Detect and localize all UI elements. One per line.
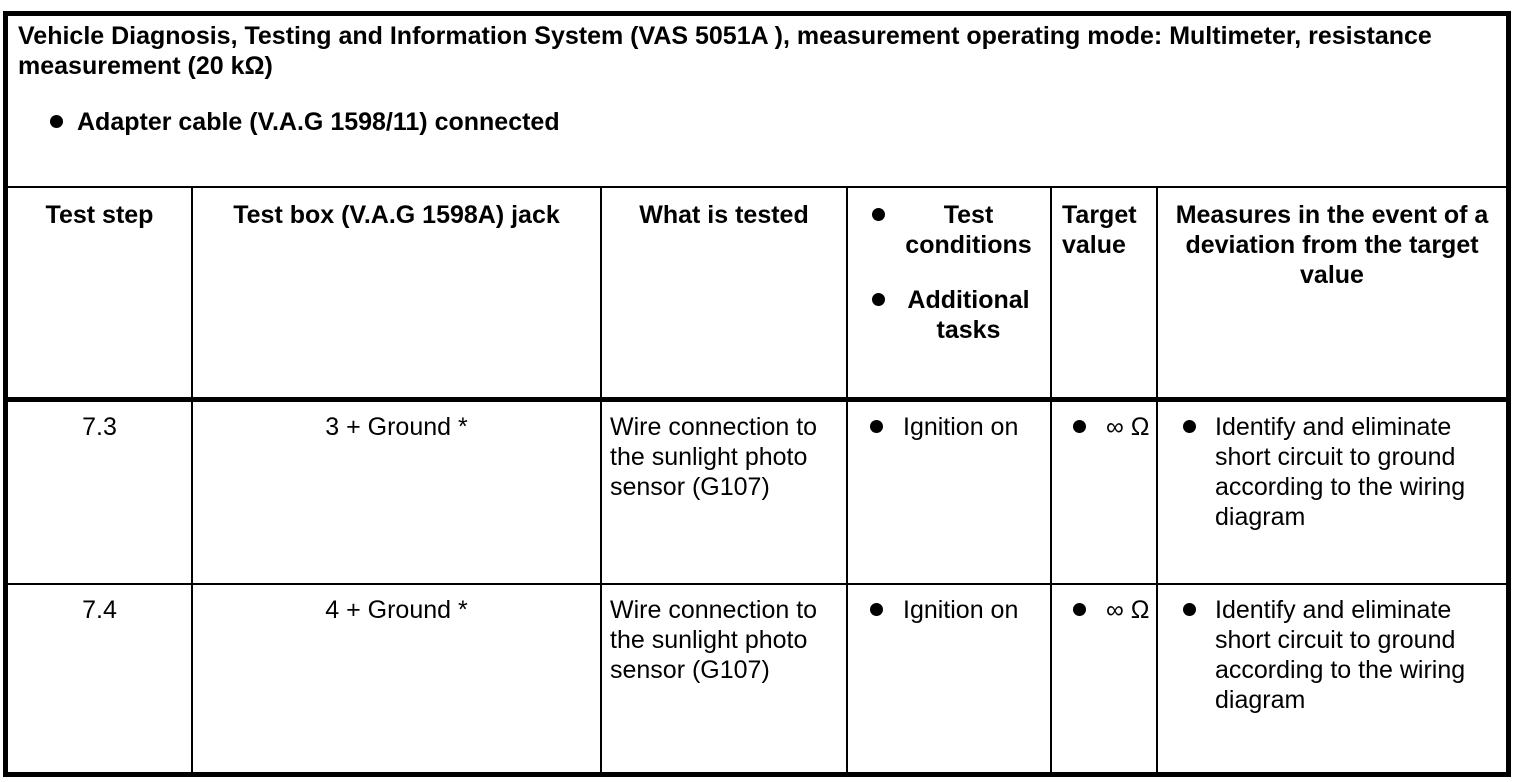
- table-header-row: Test step Test box (V.A.G 1598A) jack Wh…: [8, 188, 1506, 397]
- table-row: 7.4 4 + Ground * Wire connection to the …: [8, 585, 1506, 772]
- header-cell-conditions: Test conditions Additional tasks: [848, 188, 1052, 397]
- target-value-item: ∞ Ω: [1052, 595, 1156, 625]
- bullet-icon: [1183, 603, 1196, 616]
- bullet-icon: [50, 115, 63, 128]
- measures-item: Identify and eliminate short circuit to …: [1158, 595, 1506, 715]
- condition-item: Ignition on: [848, 412, 1050, 442]
- cell-test-box: 4 + Ground *: [193, 585, 602, 772]
- table-row: 7.3 3 + Ground * Wire connection to the …: [8, 402, 1506, 583]
- cell-target-value: ∞ Ω: [1052, 402, 1158, 583]
- document-title: Vehicle Diagnosis, Testing and Informati…: [18, 22, 1432, 80]
- bullet-icon: [871, 293, 885, 306]
- cell-conditions: Ignition on: [848, 585, 1052, 772]
- condition-text: Ignition on: [903, 413, 1019, 441]
- page-frame: Vehicle Diagnosis, Testing and Informati…: [3, 11, 1511, 777]
- cell-measures: Identify and eliminate short circuit to …: [1158, 402, 1506, 583]
- bullet-icon: [1073, 420, 1086, 433]
- cell-what-tested: Wire connection to the sunlight photo se…: [602, 402, 848, 583]
- cell-what-tested: Wire connection to the sunlight photo se…: [602, 585, 848, 772]
- cell-test-step: 7.4: [8, 585, 193, 772]
- condition-text: Ignition on: [903, 596, 1019, 624]
- measures-text: Identify and eliminate short circuit to …: [1215, 413, 1466, 531]
- header-cell-measures: Measures in the event of a deviation fro…: [1175, 201, 1489, 289]
- header-cell-test-box: Test box (V.A.G 1598A) jack: [193, 188, 602, 397]
- bullet-icon: [870, 420, 883, 433]
- measures-item: Identify and eliminate short circuit to …: [1158, 412, 1506, 532]
- header-cell-test-step: Test step: [8, 188, 193, 397]
- adapter-note: Adapter cable (V.A.G 1598/11) connected: [18, 107, 1496, 137]
- header-cell-what-tested: What is tested: [602, 188, 848, 397]
- bullet-icon: [870, 603, 883, 616]
- document-header: Vehicle Diagnosis, Testing and Informati…: [8, 16, 1506, 186]
- cell-test-box: 3 + Ground *: [193, 402, 602, 583]
- header-additional-tasks-label: Additional tasks: [907, 286, 1030, 344]
- target-value-text: ∞ Ω: [1106, 413, 1150, 441]
- divider: [8, 583, 1506, 585]
- test-table: Test step Test box (V.A.G 1598A) jack Wh…: [8, 186, 1506, 772]
- target-value-text: ∞ Ω: [1106, 596, 1150, 624]
- cell-test-step: 7.3: [8, 402, 193, 583]
- measures-text: Identify and eliminate short circuit to …: [1215, 596, 1466, 714]
- bullet-icon: [1073, 603, 1086, 616]
- bullet-icon: [871, 208, 885, 221]
- target-value-item: ∞ Ω: [1052, 412, 1156, 442]
- adapter-note-text: Adapter cable (V.A.G 1598/11) connected: [77, 108, 560, 136]
- cell-conditions: Ignition on: [848, 402, 1052, 583]
- header-additional-tasks-item: Additional tasks: [864, 285, 1035, 345]
- divider: [8, 397, 1506, 402]
- cell-measures: Identify and eliminate short circuit to …: [1158, 585, 1506, 772]
- bullet-icon: [1183, 420, 1196, 433]
- header-conditions-item: Test conditions: [864, 200, 1035, 260]
- header-cell-target-value: Target value: [1052, 188, 1158, 397]
- header-conditions-label: Test conditions: [905, 201, 1032, 259]
- cell-target-value: ∞ Ω: [1052, 585, 1158, 772]
- condition-item: Ignition on: [848, 595, 1050, 625]
